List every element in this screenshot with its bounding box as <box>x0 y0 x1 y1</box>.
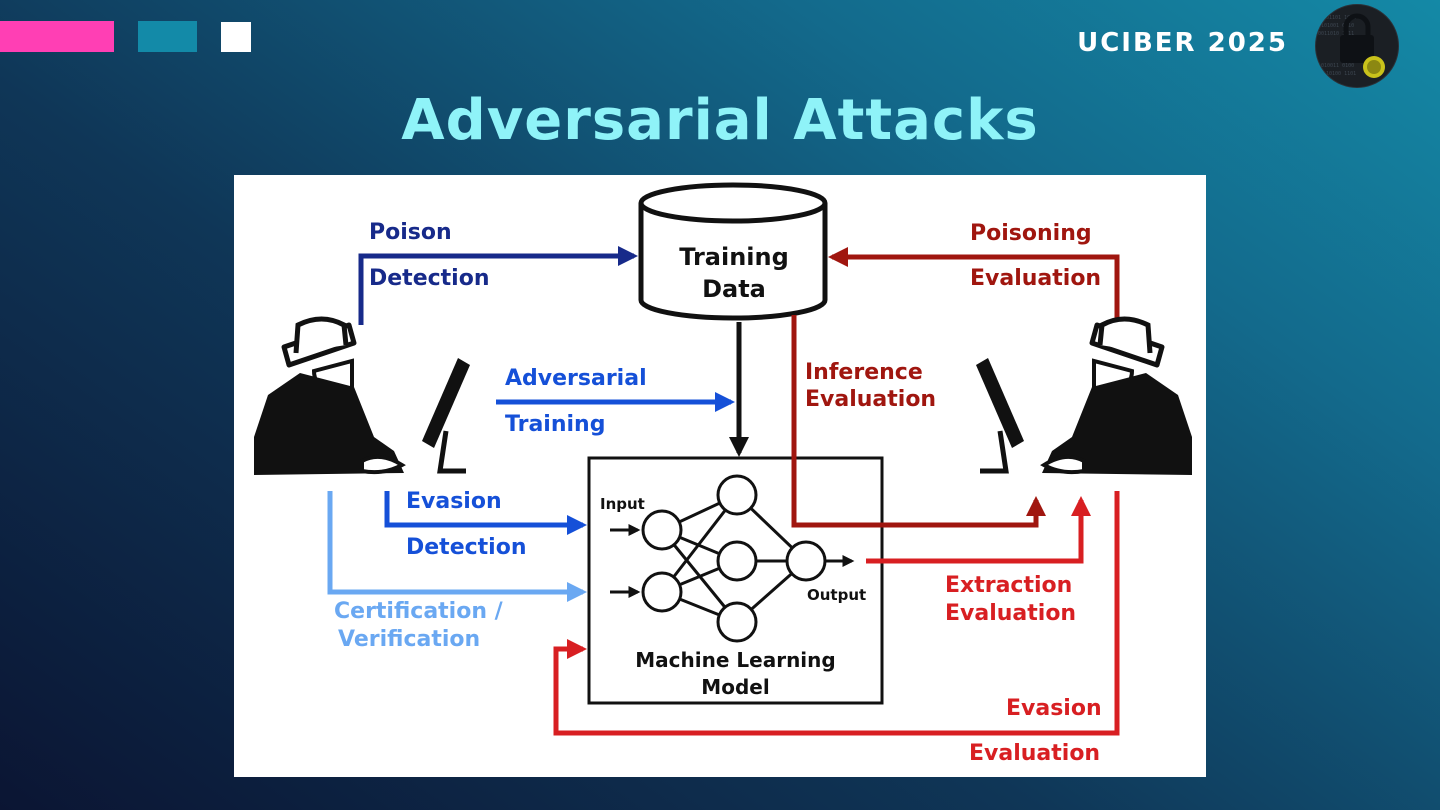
certification-arrow <box>327 491 587 602</box>
evasion-evaluation-label-line1: Evasion <box>1006 696 1102 721</box>
input-label: Input <box>600 495 645 513</box>
output-label: Output <box>807 586 867 604</box>
training-data-label-line1: Training <box>679 243 789 271</box>
adversarial-diagram: Training Data Input Output Machine Learn… <box>234 175 1206 777</box>
inference-evaluation-label-line2: Evaluation <box>805 387 937 412</box>
accent-bar-teal <box>138 21 197 52</box>
certification-label-line1: Certification / <box>334 599 503 624</box>
svg-text:1010011 0100: 1010011 0100 <box>1318 63 1354 69</box>
poison-detection-label-line2: Detection <box>369 266 490 291</box>
poisoning-evaluation-label-line2: Evaluation <box>970 266 1102 291</box>
extraction-evaluation-label-line2: Evaluation <box>945 601 1077 626</box>
svg-text:0110100 1101: 0110100 1101 <box>1320 71 1356 77</box>
accent-bar-white <box>221 22 251 52</box>
model-label-line1: Machine Learning <box>635 648 836 672</box>
hacker-at-computer-right-icon <box>976 316 1192 475</box>
poison-detection-arrow <box>358 246 638 325</box>
evasion-detection-label-line2: Detection <box>406 535 527 560</box>
evasion-evaluation-arrow <box>553 491 1120 736</box>
hacker-at-computer-left-icon <box>254 316 470 475</box>
model-label-line2: Model <box>701 675 770 699</box>
extraction-evaluation-arrow <box>866 496 1091 564</box>
training-data-label-line2: Data <box>702 275 766 303</box>
inference-evaluation-label-line1: Inference <box>805 360 923 385</box>
poison-detection-label-line1: Poison <box>369 220 452 245</box>
neural-network-icon <box>610 474 855 643</box>
training-data-cylinder <box>638 182 828 321</box>
evasion-detection-label-line1: Evasion <box>406 489 502 514</box>
adversarial-training-label-line1: Adversarial <box>505 366 647 391</box>
evasion-evaluation-label-line2: Evaluation <box>969 741 1101 766</box>
extraction-evaluation-label-line1: Extraction <box>945 573 1073 598</box>
inference-evaluation-arrow <box>791 315 1046 528</box>
conference-label: UCIBER 2025 <box>1077 28 1288 58</box>
poisoning-evaluation-label-line1: Poisoning <box>970 221 1092 246</box>
certification-label-line2: Verification <box>338 627 481 652</box>
svg-text:1101001 0110: 1101001 0110 <box>1318 23 1354 29</box>
accent-bar-pink <box>0 21 114 52</box>
slide-title: Adversarial Attacks <box>401 88 1039 153</box>
poisoning-evaluation-arrow <box>828 247 1120 325</box>
svg-text:0011010 1011: 0011010 1011 <box>1318 31 1354 37</box>
svg-text:0101101 1001: 0101101 1001 <box>1320 15 1356 21</box>
adversarial-training-label-line2: Training <box>505 412 606 437</box>
padlock-binary-logo-icon: 0101101 1001 1101001 0110 0011010 1011 1… <box>1315 4 1399 88</box>
evasion-detection-arrow <box>384 491 587 535</box>
